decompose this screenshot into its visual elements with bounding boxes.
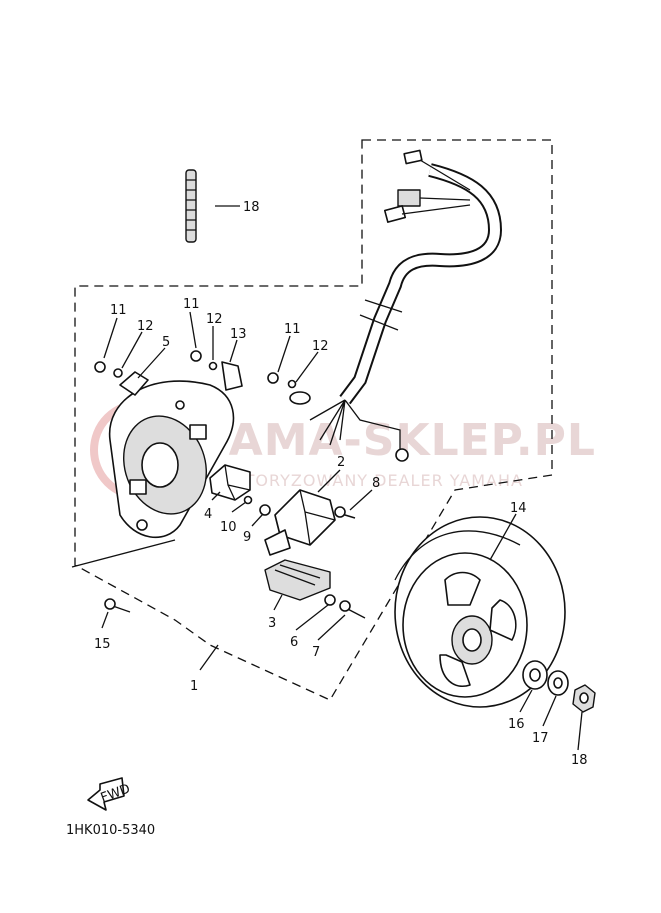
part-9-screw bbox=[259, 504, 271, 516]
part-6-washer bbox=[324, 594, 336, 606]
leader-lines bbox=[71, 205, 583, 751]
stator-assembly-outline bbox=[74, 139, 553, 701]
part-3-coil bbox=[264, 559, 331, 601]
part-13-plate bbox=[221, 361, 243, 391]
label-9: 9 bbox=[243, 530, 251, 545]
label-15: 15 bbox=[94, 637, 111, 652]
label-12-c: 12 bbox=[312, 339, 329, 354]
label-5: 5 bbox=[162, 335, 170, 350]
label-11-a: 11 bbox=[110, 303, 127, 318]
label-11-b: 11 bbox=[183, 297, 200, 312]
fasteners bbox=[94, 350, 366, 619]
part-14-flywheel bbox=[394, 516, 566, 708]
part-12-washer-a bbox=[113, 368, 123, 378]
label-4: 4 bbox=[204, 507, 212, 522]
label-1: 1 bbox=[190, 679, 198, 694]
callout-labels: 18 11 12 5 11 12 13 11 12 2 8 4 10 9 3 6… bbox=[94, 200, 588, 768]
part-12-washer-c bbox=[287, 379, 297, 389]
label-10: 10 bbox=[220, 520, 237, 535]
part-5-clamp bbox=[119, 371, 149, 396]
label-18-tie: 18 bbox=[243, 200, 260, 215]
flywheel-fasteners bbox=[522, 660, 596, 713]
part-11-screw-c bbox=[267, 372, 279, 384]
part-12-washer-b bbox=[208, 361, 218, 371]
label-11-c: 11 bbox=[284, 322, 301, 337]
watermark-tagline: AUTORYZOWANY DEALER YAMAHA bbox=[220, 471, 523, 490]
stator-plate bbox=[108, 380, 235, 539]
part-11-screw-b bbox=[190, 350, 202, 362]
part-18-cable-tie bbox=[185, 169, 197, 243]
label-16: 16 bbox=[508, 717, 525, 732]
label-13: 13 bbox=[230, 327, 247, 342]
label-17: 17 bbox=[532, 731, 549, 746]
part-2-coil bbox=[264, 489, 336, 556]
part-4-coil bbox=[209, 464, 251, 501]
label-2: 2 bbox=[337, 455, 345, 470]
label-14: 14 bbox=[510, 501, 527, 516]
diagram-code: 1HK010-5340 bbox=[66, 823, 155, 838]
label-12-a: 12 bbox=[137, 319, 154, 334]
part-11-screw-a bbox=[94, 361, 106, 373]
label-8: 8 bbox=[372, 476, 380, 491]
fwd-arrow-icon: FWD bbox=[87, 777, 132, 811]
label-18-nut: 18 bbox=[571, 753, 588, 768]
part-10-washer bbox=[243, 495, 253, 505]
label-12-b: 12 bbox=[206, 312, 223, 327]
label-6: 6 bbox=[290, 635, 298, 650]
label-3: 3 bbox=[268, 616, 276, 631]
label-7: 7 bbox=[312, 645, 320, 660]
wire-harness bbox=[289, 149, 503, 462]
